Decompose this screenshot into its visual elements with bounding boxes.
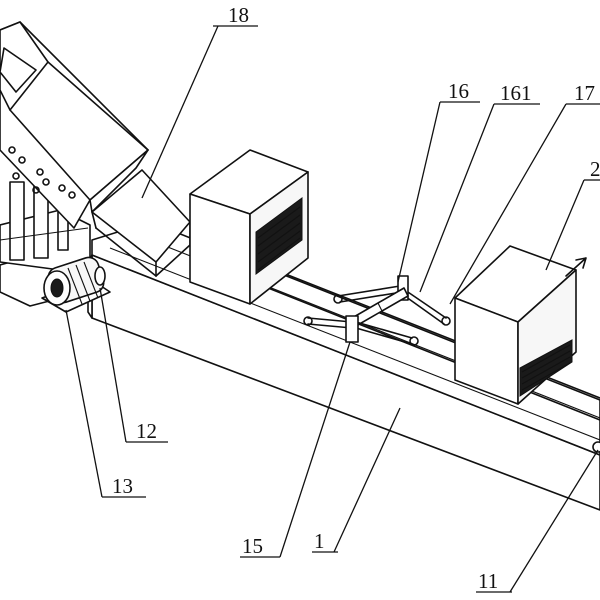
- motor: [41, 256, 111, 313]
- label-16: 16: [448, 79, 469, 103]
- support-stand: [0, 177, 93, 307]
- linkage-arms: [303, 275, 451, 346]
- arrow-indicator: [565, 257, 587, 277]
- vent-slots: [519, 339, 573, 397]
- label-12: 12: [136, 419, 157, 443]
- label-11: 11: [478, 569, 498, 593]
- label-1: 1: [314, 529, 325, 553]
- leader-lines: [65, 25, 600, 593]
- label-17: 17: [574, 81, 595, 105]
- part-labels: 18 16 161 17 2 12 13 15 1 11: [112, 3, 600, 593]
- label-161: 161: [500, 81, 532, 105]
- end-pulley: [592, 441, 600, 453]
- label-13: 13: [112, 474, 133, 498]
- processing-box: [189, 149, 309, 305]
- hopper: [0, 21, 149, 229]
- label-15: 15: [242, 534, 263, 558]
- hopper-bolts: [8, 146, 76, 199]
- label-2: 2: [590, 157, 600, 181]
- right-box: [454, 245, 577, 405]
- label-18: 18: [228, 3, 249, 27]
- grille-mesh: [255, 197, 303, 275]
